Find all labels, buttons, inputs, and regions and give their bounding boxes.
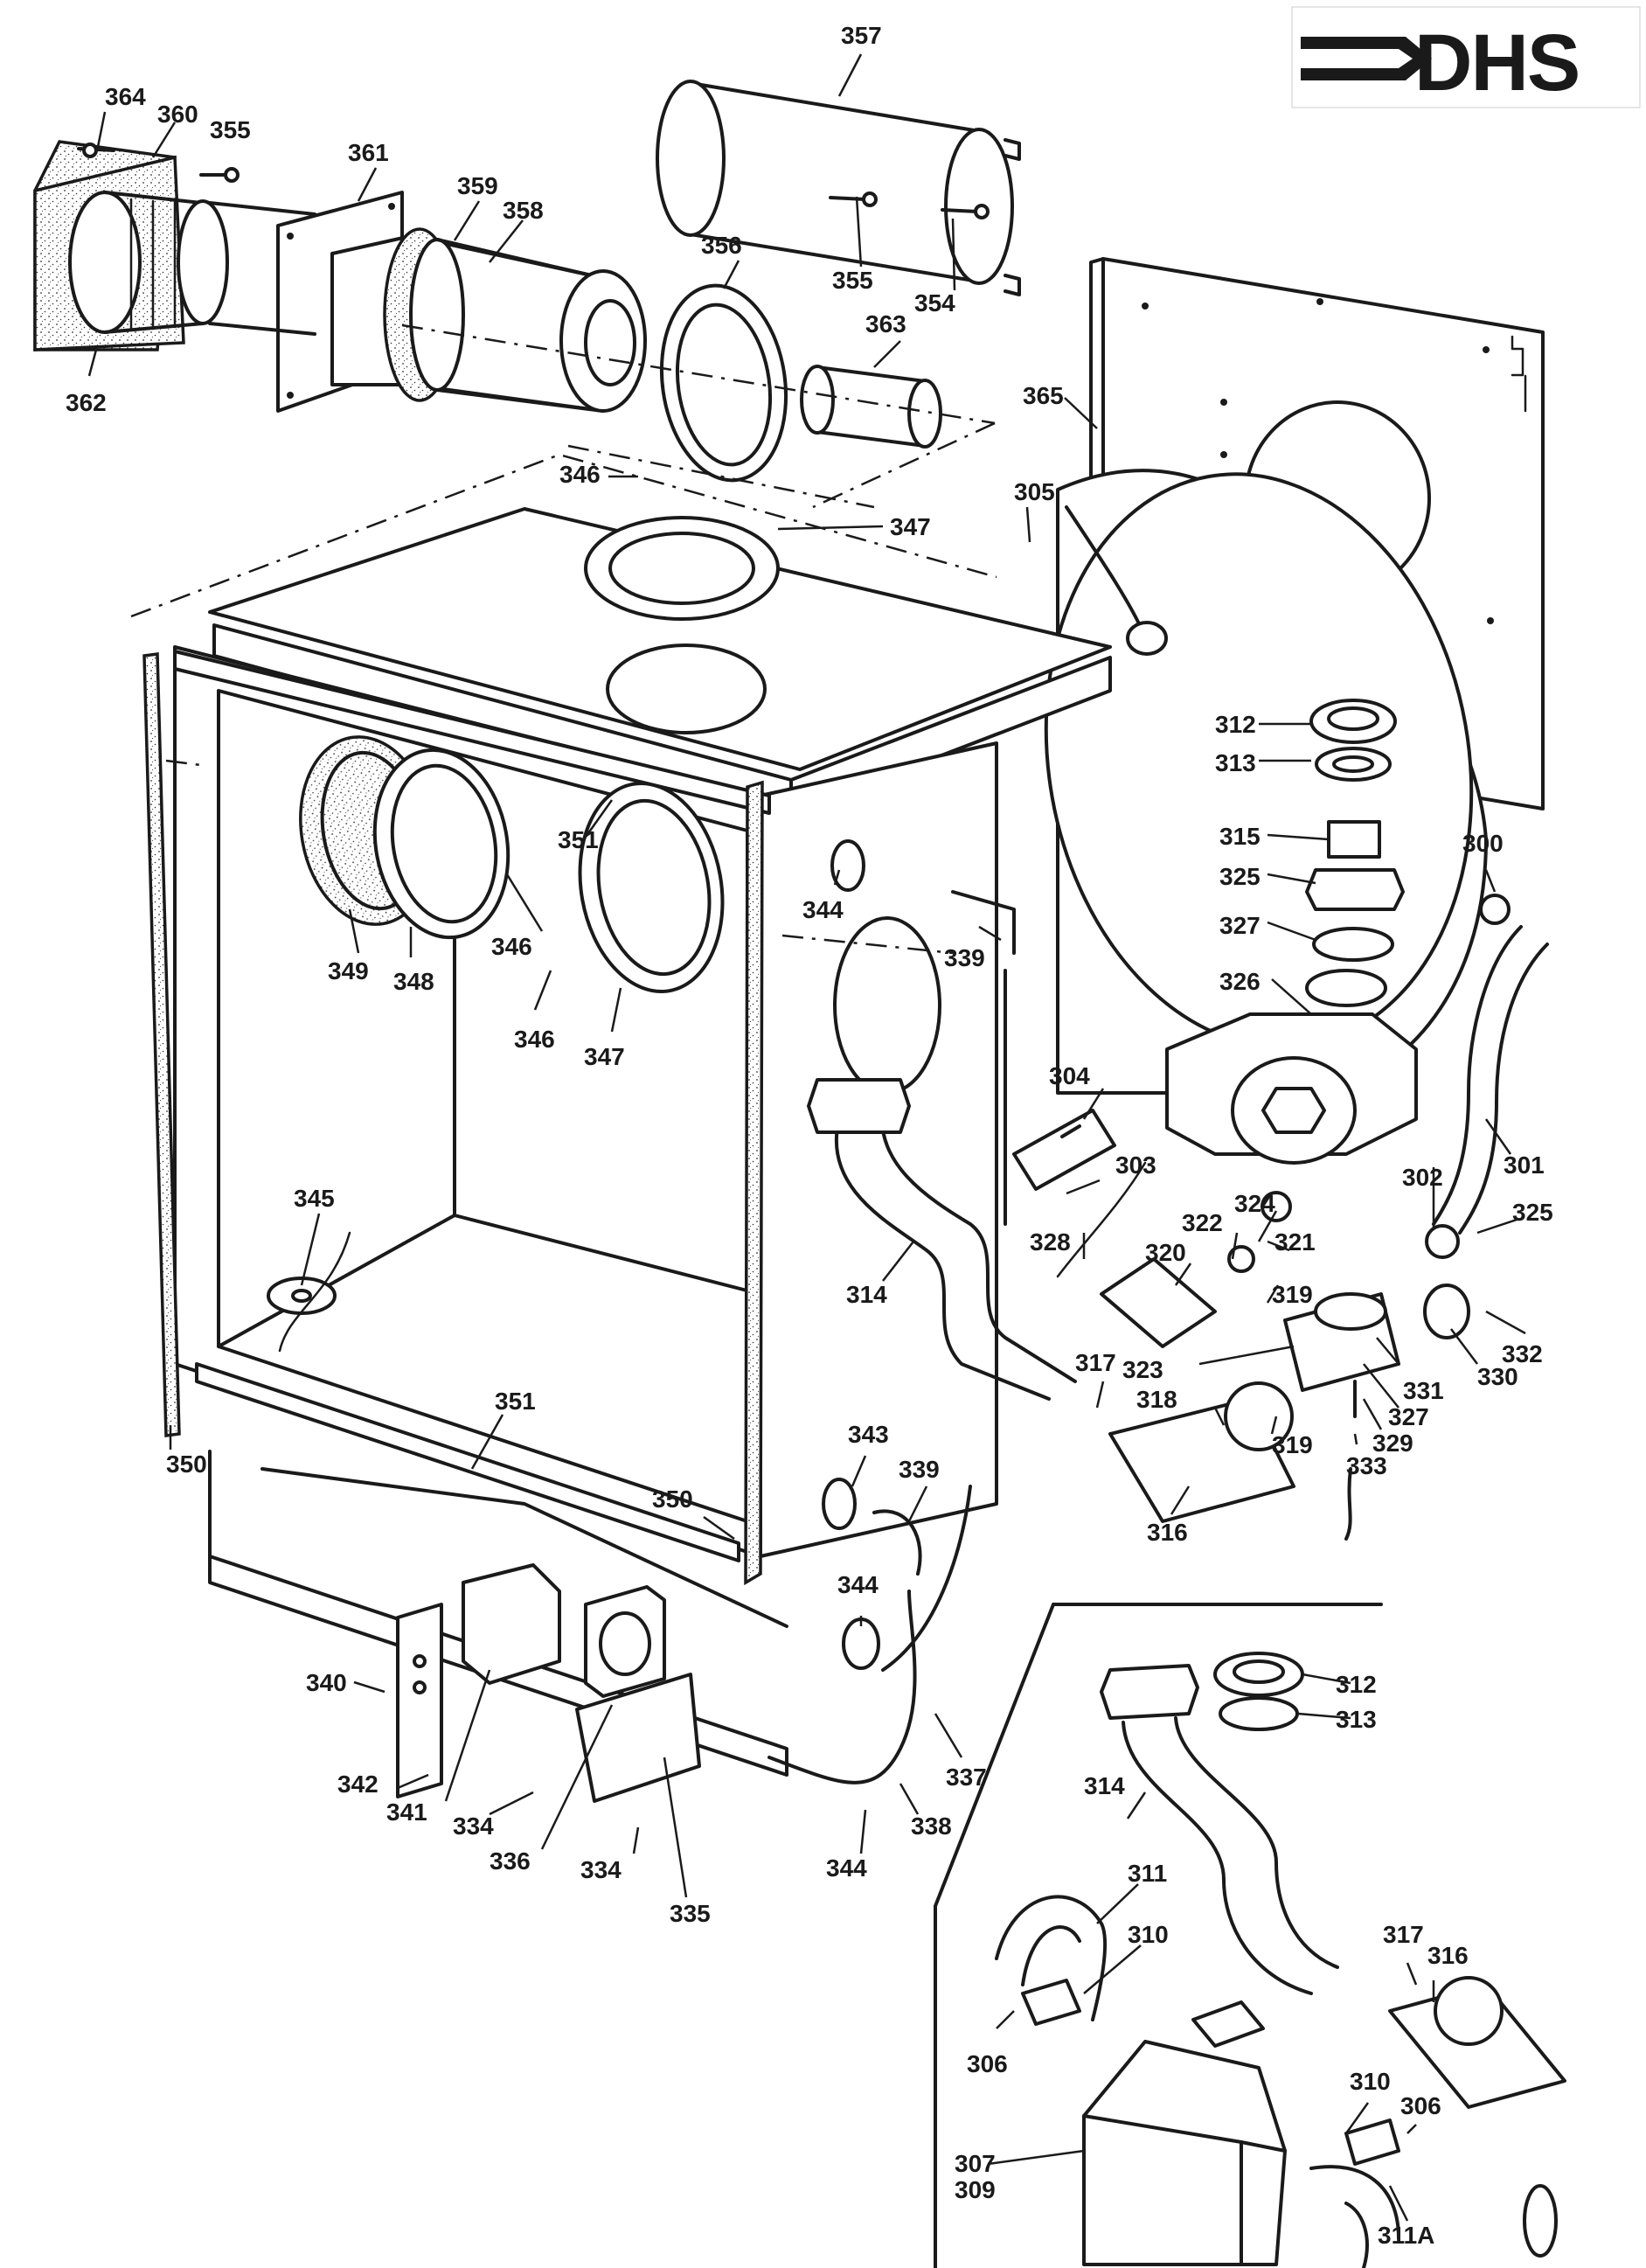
label-359: 359 xyxy=(457,172,498,199)
label-334: 334 xyxy=(453,1812,494,1840)
label-351: 351 xyxy=(558,826,599,853)
label-341: 341 xyxy=(386,1798,427,1826)
label-365: 365 xyxy=(1023,382,1064,409)
label-317: 317 xyxy=(1075,1349,1116,1376)
label-320: 320 xyxy=(1145,1239,1186,1266)
label-310: 310 xyxy=(1128,1921,1169,1948)
label-344: 344 xyxy=(826,1854,867,1882)
label-306: 306 xyxy=(1400,2092,1441,2119)
label-348: 348 xyxy=(393,968,434,995)
label-323: 323 xyxy=(1122,1356,1163,1383)
label-333: 333 xyxy=(1346,1452,1387,1479)
label-355: 355 xyxy=(210,116,251,143)
flue-terminal-assembly xyxy=(33,80,1021,509)
label-325: 325 xyxy=(1219,863,1261,890)
label-314: 314 xyxy=(1084,1772,1125,1799)
label-315: 315 xyxy=(1219,823,1261,850)
label-319: 319 xyxy=(1272,1281,1313,1308)
dhs-logo: DHS xyxy=(1291,6,1641,108)
pump-307 xyxy=(1082,2040,1287,2266)
label-357: 357 xyxy=(841,22,882,49)
label-344: 344 xyxy=(837,1571,879,1598)
label-336: 336 xyxy=(490,1847,531,1875)
label-328: 328 xyxy=(1030,1228,1071,1256)
label-339: 339 xyxy=(899,1456,940,1483)
label-305: 305 xyxy=(1014,478,1055,505)
label-302: 302 xyxy=(1402,1164,1443,1191)
label-356: 356 xyxy=(701,232,742,259)
label-340: 340 xyxy=(306,1669,347,1696)
leader-lines xyxy=(87,53,1526,2222)
label-316: 316 xyxy=(1147,1519,1188,1546)
label-345: 345 xyxy=(294,1185,335,1212)
part-labels: 357 364 360 355 361 359 358 356 355 354 … xyxy=(66,22,1553,2249)
label-346: 346 xyxy=(491,933,532,960)
label-350: 350 xyxy=(652,1485,693,1513)
label-362: 362 xyxy=(66,389,107,416)
label-334: 334 xyxy=(580,1856,622,1883)
boiler-case xyxy=(130,453,1112,1803)
label-301: 301 xyxy=(1504,1151,1545,1179)
label-358: 358 xyxy=(503,197,544,224)
label-306: 306 xyxy=(967,2050,1008,2077)
label-312: 312 xyxy=(1336,1671,1377,1698)
label-314: 314 xyxy=(846,1281,887,1308)
label-303: 303 xyxy=(1115,1151,1156,1179)
label-350: 350 xyxy=(166,1451,207,1478)
label-349: 349 xyxy=(328,957,369,984)
label-317: 317 xyxy=(1383,1921,1424,1948)
label-324: 324 xyxy=(1234,1190,1275,1217)
label-347: 347 xyxy=(890,513,931,540)
label-321: 321 xyxy=(1274,1228,1316,1256)
pump-and-pipework xyxy=(807,699,1549,1541)
label-344: 344 xyxy=(802,896,844,923)
label-332: 332 xyxy=(1502,1340,1543,1367)
label-346: 346 xyxy=(514,1026,555,1053)
label-363: 363 xyxy=(865,310,906,337)
label-354: 354 xyxy=(914,289,955,317)
label-355: 355 xyxy=(832,267,873,294)
label-309: 309 xyxy=(955,2176,996,2203)
label-319: 319 xyxy=(1272,1431,1313,1458)
label-351: 351 xyxy=(495,1388,536,1415)
label-329: 329 xyxy=(1372,1430,1413,1457)
label-346: 346 xyxy=(559,461,601,488)
label-347: 347 xyxy=(584,1043,625,1070)
label-310: 310 xyxy=(1350,2068,1391,2095)
label-304: 304 xyxy=(1049,1062,1090,1089)
label-330: 330 xyxy=(1477,1363,1518,1390)
label-316: 316 xyxy=(1427,1942,1469,1969)
label-322: 322 xyxy=(1182,1209,1223,1236)
label-312: 312 xyxy=(1215,711,1256,738)
label-311a: 311A xyxy=(1378,2222,1434,2249)
label-364: 364 xyxy=(105,83,146,110)
label-325: 325 xyxy=(1512,1199,1553,1226)
label-307: 307 xyxy=(955,2150,996,2177)
label-318: 318 xyxy=(1136,1386,1177,1413)
label-311: 311 xyxy=(1128,1860,1167,1887)
label-337: 337 xyxy=(946,1764,987,1791)
label-313: 313 xyxy=(1336,1706,1377,1733)
label-327: 327 xyxy=(1388,1403,1429,1430)
label-327: 327 xyxy=(1219,912,1261,939)
label-326: 326 xyxy=(1219,968,1261,995)
label-343: 343 xyxy=(848,1421,889,1448)
label-342: 342 xyxy=(337,1771,379,1798)
label-338: 338 xyxy=(911,1812,952,1840)
label-313: 313 xyxy=(1215,749,1256,776)
label-339: 339 xyxy=(944,944,985,971)
alternative-pump-inset xyxy=(934,1603,1566,2268)
label-361: 361 xyxy=(348,139,389,166)
label-331: 331 xyxy=(1403,1377,1444,1404)
label-360: 360 xyxy=(157,101,198,128)
label-300: 300 xyxy=(1462,830,1504,857)
logo-text: DHS xyxy=(1414,18,1579,108)
label-335: 335 xyxy=(670,1900,711,1927)
